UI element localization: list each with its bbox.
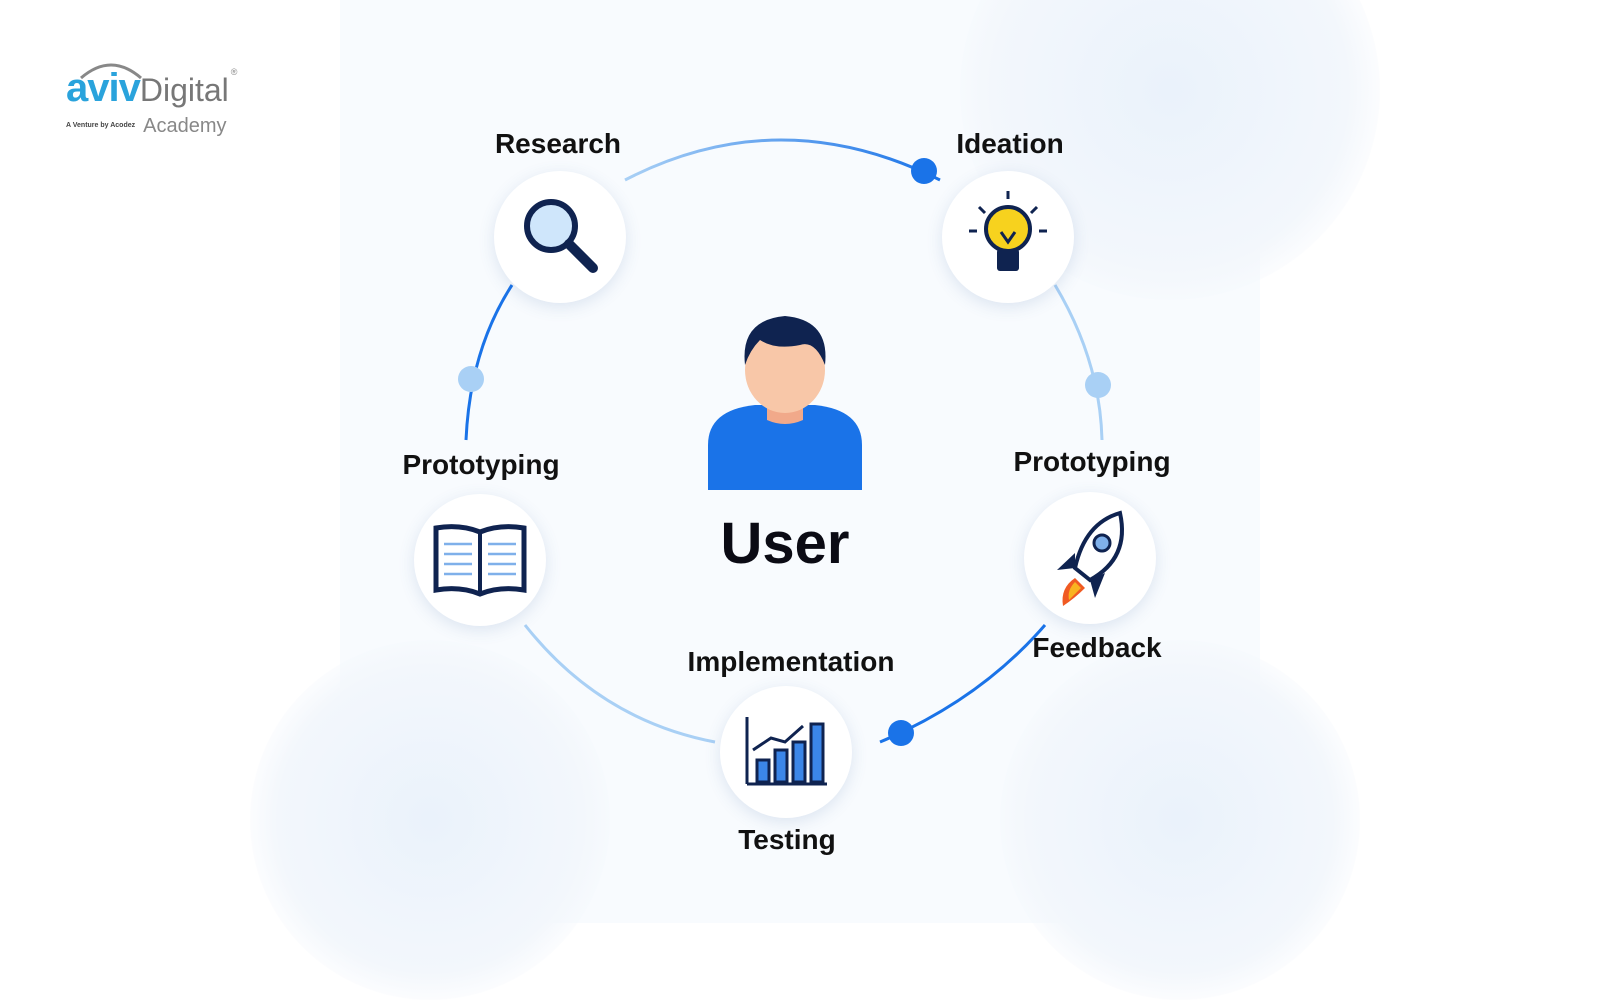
bar-chart-icon	[745, 717, 827, 786]
stage-label-testing: Testing	[738, 824, 836, 855]
ring-dot	[1085, 372, 1111, 398]
stage-node-rocket	[1024, 492, 1156, 624]
stage-node-chart	[720, 686, 852, 818]
stage-label-prototyping-left: Prototyping	[402, 449, 560, 480]
logo-brand: aviv	[66, 66, 141, 110]
ring-dot	[458, 366, 484, 392]
logo-arc-icon	[80, 63, 142, 80]
logo-subtitle: Academy	[143, 115, 227, 137]
lightbulb-icon	[969, 191, 1047, 271]
stage-label-research: Research	[494, 128, 622, 159]
logo-name: Digital	[139, 72, 229, 108]
ring-dot	[888, 720, 914, 746]
logo-wordmark: avivDigital®	[66, 66, 237, 119]
cycle-ring	[458, 138, 1111, 746]
stage-label-prototyping-right: Prototyping	[1013, 446, 1171, 477]
stage-label-implementation: Implementation	[687, 646, 895, 677]
center-user-label: User	[720, 511, 850, 576]
stage-label-feedback: Feedback	[1032, 632, 1162, 663]
logo-registered: ®	[230, 67, 238, 77]
aviv-digital-logo: avivDigital® A Venture by Acodez Academy	[66, 63, 237, 137]
logo-subline: A Venture by Acodez Academy	[66, 115, 237, 137]
magnifier-icon	[524, 199, 598, 273]
book-icon	[433, 524, 527, 597]
rocket-icon	[1057, 510, 1124, 606]
stage-label-ideation: Ideation	[956, 128, 1064, 159]
stage-node-research	[494, 171, 626, 303]
logo-tagline: A Venture by Acodez	[66, 122, 136, 129]
ring-dot	[911, 158, 937, 184]
stage-node-book	[414, 494, 546, 626]
user-avatar-icon	[708, 316, 862, 490]
stage-node-ideation	[942, 171, 1074, 303]
